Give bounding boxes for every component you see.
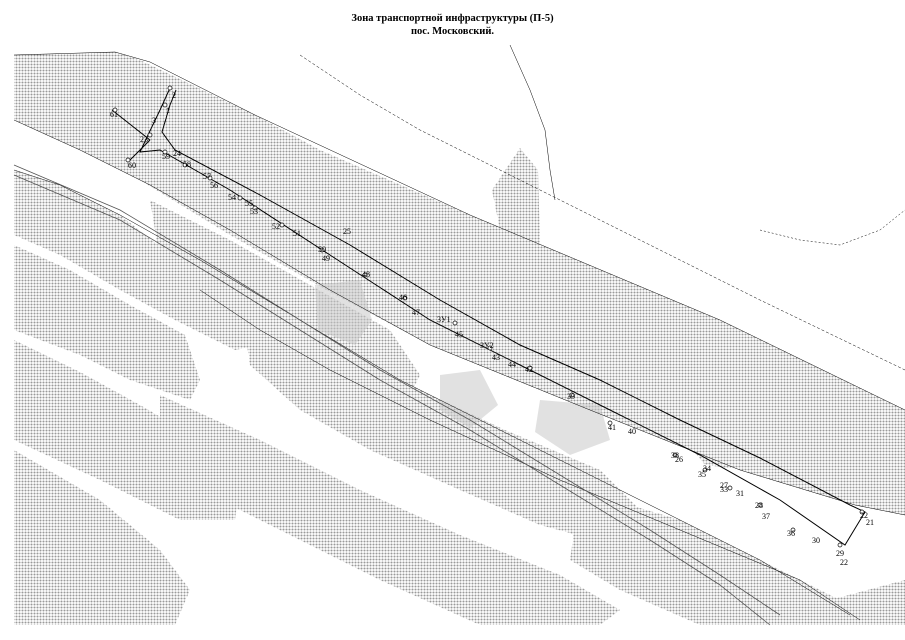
point-label-23: 22	[860, 511, 868, 520]
point-label-60: 60	[128, 161, 136, 170]
map-title-line1: Зона транспортной инфраструктуры (П-5)	[351, 13, 554, 24]
point-label-51: 51	[293, 229, 301, 238]
parcel-center-west	[150, 200, 420, 405]
point-label-58: 58	[183, 160, 191, 169]
parcel-west-block	[14, 245, 200, 400]
point-label-59: 59	[162, 152, 170, 161]
point-label-33: 33	[720, 485, 728, 494]
point-label-48: 48	[362, 270, 370, 279]
point-label-50: 50	[318, 245, 326, 254]
point-label-31: 30	[812, 536, 820, 545]
point-label-3y2: 3У2	[480, 341, 494, 350]
parcel-south-east	[570, 490, 860, 625]
point-label-25: 24	[173, 149, 181, 158]
zone-boundary	[111, 87, 866, 546]
point-label-39: 39	[567, 392, 575, 401]
point-label-42: 42	[525, 365, 533, 374]
point-label-53: 53	[250, 207, 258, 216]
point-label-46: 46	[399, 293, 407, 302]
hatched-areas	[14, 52, 905, 625]
point-label-30: 29	[836, 549, 844, 558]
survey-markers	[112, 85, 865, 548]
boundary-lines	[13, 44, 905, 621]
point-label-29: 28	[755, 501, 763, 510]
parcel-northwest	[14, 52, 905, 515]
point-label-2: 2	[172, 91, 176, 100]
point-label-37: 37	[762, 512, 770, 521]
point-labels: 2 1 3 61 60 59 58 57 56 55 54 53 52 51 5…	[110, 91, 874, 567]
parcel-lower-right	[830, 580, 905, 625]
point-label-34: 34	[703, 464, 711, 473]
point-label-21: 21	[866, 518, 874, 527]
parcel-south-bottom	[20, 600, 150, 625]
point-label-44: 44	[508, 360, 516, 369]
railway	[13, 164, 781, 626]
point-label-52: 52	[272, 222, 280, 231]
point-label-57: 57	[203, 172, 211, 181]
point-label-3y1: 3У1	[437, 315, 451, 324]
point-label-45: 45	[455, 330, 463, 339]
point-label-43: 43	[492, 353, 500, 362]
point-label-22: 22	[840, 558, 848, 567]
point-label-24: 23	[140, 135, 148, 144]
point-label-38: 38	[671, 451, 679, 460]
point-label-35: 35	[698, 470, 706, 479]
buildings	[0, 0, 610, 455]
point-label-41: 41	[608, 423, 616, 432]
map-title: Зона транспортной инфраструктуры (П-5) п…	[0, 12, 905, 38]
map-title-line2: пос. Московский.	[410, 26, 495, 37]
point-label-54: 54	[228, 193, 236, 202]
parcel-north-building	[492, 148, 540, 250]
point-label-40: 40	[628, 427, 636, 436]
point-label-47: 47	[412, 308, 420, 317]
parcel-west-strip	[14, 170, 260, 350]
parcel-south-lower	[14, 450, 190, 625]
point-label-3: 3	[152, 116, 156, 125]
point-label-56: 56	[210, 181, 218, 190]
point-label-49: 49	[322, 254, 330, 263]
parcel-east-block	[685, 395, 760, 470]
point-label-28: 27	[720, 481, 728, 490]
point-label-36: 36	[787, 529, 795, 538]
point-label-32: 31	[736, 489, 744, 498]
parcel-central	[240, 300, 640, 545]
point-label-26: 25	[343, 227, 351, 236]
point-label-55: 55	[245, 199, 253, 208]
point-label-61: 61	[110, 110, 118, 119]
parcel-south-strip	[160, 395, 620, 625]
point-label-1: 1	[166, 106, 170, 115]
point-label-27: 26	[675, 455, 683, 464]
